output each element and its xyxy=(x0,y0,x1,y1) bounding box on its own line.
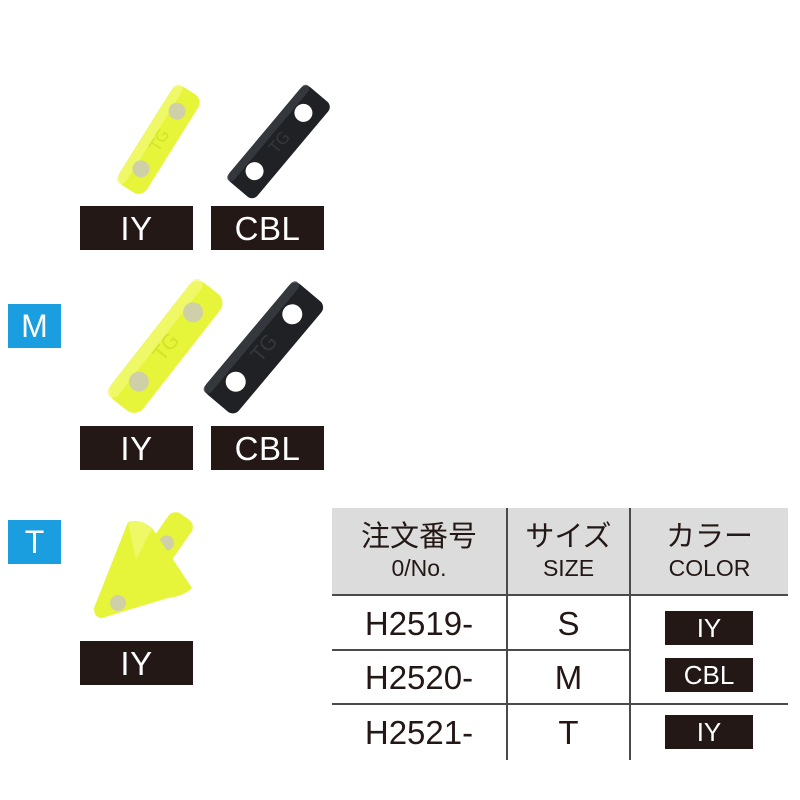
row-divider xyxy=(332,703,788,705)
product-image-s-iy: TG xyxy=(104,80,214,200)
product-image-s-cbl: TG xyxy=(222,80,337,205)
header-order-no: 注文番号 0/No. xyxy=(332,508,506,594)
cell-size: M xyxy=(554,658,583,696)
header-size: サイズ SIZE xyxy=(508,508,629,594)
cell-size: T xyxy=(558,714,579,751)
cell-size: S xyxy=(557,605,580,642)
size-badge-m: M xyxy=(8,304,61,348)
cell-order-no: H2520- xyxy=(364,658,474,696)
cell-order-no: H2521- xyxy=(364,714,474,751)
cell-order-no: H2519- xyxy=(364,605,474,642)
header-color: カラー COLOR xyxy=(631,508,788,594)
product-image-m-cbl: TG xyxy=(198,276,330,420)
header-size-en: SIZE xyxy=(542,555,595,581)
color-label-s-iy: IY xyxy=(80,206,193,250)
color-label-m-cbl: CBL xyxy=(211,426,324,470)
table-header: 注文番号 0/No. サイズ SIZE カラー COLOR xyxy=(332,508,788,596)
header-color-en: COLOR xyxy=(668,555,751,581)
spec-table: 注文番号 0/No. サイズ SIZE カラー COLOR H2519- S H… xyxy=(332,508,788,760)
column-divider xyxy=(629,508,631,760)
column-divider xyxy=(506,508,508,760)
header-order-no-jp: 注文番号 xyxy=(360,519,477,553)
row-divider xyxy=(332,649,630,651)
header-color-jp: カラー xyxy=(665,519,753,553)
color-chip-cbl: CBL xyxy=(665,658,753,692)
color-chip-iy: IY xyxy=(665,611,753,645)
color-label-s-cbl: CBL xyxy=(211,206,324,250)
color-label-t-iy: IY xyxy=(80,641,193,685)
header-order-no-en: 0/No. xyxy=(391,555,447,581)
size-badge-t: T xyxy=(8,520,61,564)
header-size-jp: サイズ xyxy=(525,519,612,553)
color-chip-iy: IY xyxy=(665,715,753,749)
product-image-t-iy xyxy=(88,500,208,625)
color-label-m-iy: IY xyxy=(80,426,193,470)
product-image-m-iy: TG xyxy=(96,272,236,422)
